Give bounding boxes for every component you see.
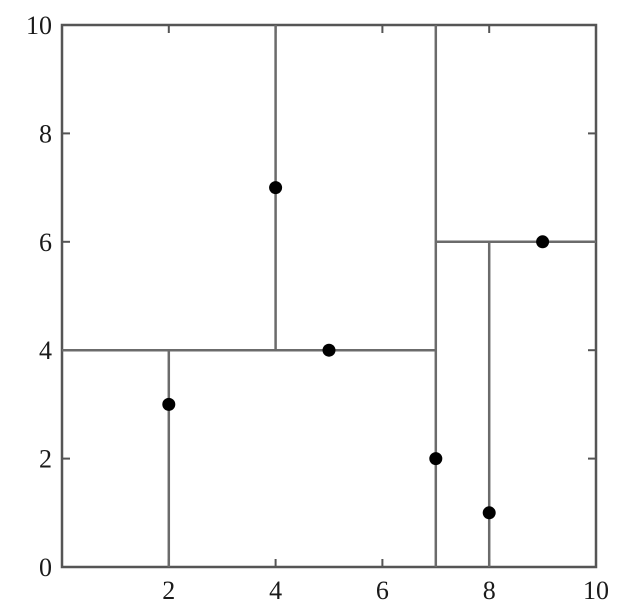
x-tick-label: 2 — [162, 576, 175, 605]
plot-frame — [60, 23, 598, 569]
x-tick-label: 4 — [269, 576, 282, 605]
data-point-0 — [162, 397, 176, 411]
x-tick-label: 10 — [583, 576, 609, 605]
y-tick-label: 10 — [26, 11, 52, 40]
data-point-3 — [429, 452, 443, 466]
data-point-4 — [482, 506, 496, 520]
y-tick-label: 2 — [39, 445, 52, 474]
axis-ticks — [62, 24, 597, 568]
y-tick-label: 4 — [39, 336, 52, 365]
x-tick-label: 8 — [483, 576, 496, 605]
y-tick-label: 0 — [39, 553, 52, 582]
tick-labels: 2 4 6 8 10 0 2 4 6 8 10 — [26, 11, 609, 605]
data-point-1 — [269, 181, 283, 195]
data-points — [162, 181, 550, 520]
data-point-2 — [322, 343, 336, 357]
y-tick-label: 6 — [39, 228, 52, 257]
partition-lines — [62, 25, 596, 567]
y-tick-label: 8 — [39, 119, 52, 148]
data-point-5 — [536, 235, 550, 249]
x-tick-label: 6 — [376, 576, 389, 605]
